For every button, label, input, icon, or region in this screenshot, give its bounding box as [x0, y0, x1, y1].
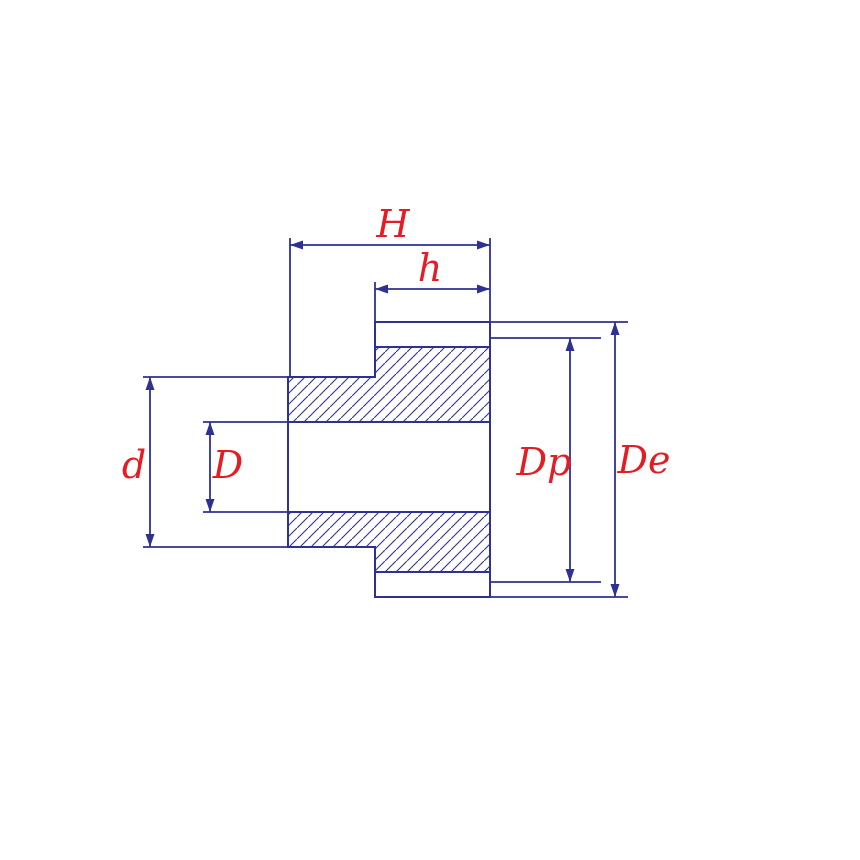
rim-upper-hatch	[375, 347, 490, 422]
arrowhead-up-icon	[145, 377, 155, 390]
arrowhead-up-icon	[610, 322, 620, 335]
dimension-Dp-label: Dp	[516, 440, 572, 484]
part-outline	[287, 321, 491, 598]
arrowhead-left-icon	[375, 284, 388, 294]
part-section	[287, 321, 491, 598]
hub-lower-hatch	[288, 512, 375, 547]
dimension-D-label: D	[212, 443, 243, 487]
arrowhead-down-icon	[145, 534, 155, 547]
dimension-H: H	[289, 202, 491, 377]
arrowhead-right-icon	[477, 284, 490, 294]
arrowhead-left-icon	[290, 240, 303, 250]
arrowhead-down-icon	[565, 569, 575, 582]
dimension-d-label: d	[122, 443, 146, 487]
arrowhead-down-icon	[610, 584, 620, 597]
dimension-De: De	[490, 321, 671, 598]
dimension-h: h	[374, 246, 490, 322]
dimension-Dp: Dp	[490, 337, 601, 583]
arrowhead-right-icon	[477, 240, 490, 250]
dimension-h-label: h	[418, 246, 442, 290]
rim-lower-hatch	[375, 512, 490, 572]
dimension-De-label: De	[617, 438, 671, 482]
arrowhead-up-icon	[205, 422, 215, 435]
dimension-d: d	[122, 376, 288, 548]
arrowhead-up-icon	[565, 338, 575, 351]
dimension-D: D	[203, 421, 288, 513]
arrowhead-down-icon	[205, 499, 215, 512]
dimension-H-label: H	[375, 202, 410, 246]
hub-upper-hatch	[288, 377, 375, 422]
